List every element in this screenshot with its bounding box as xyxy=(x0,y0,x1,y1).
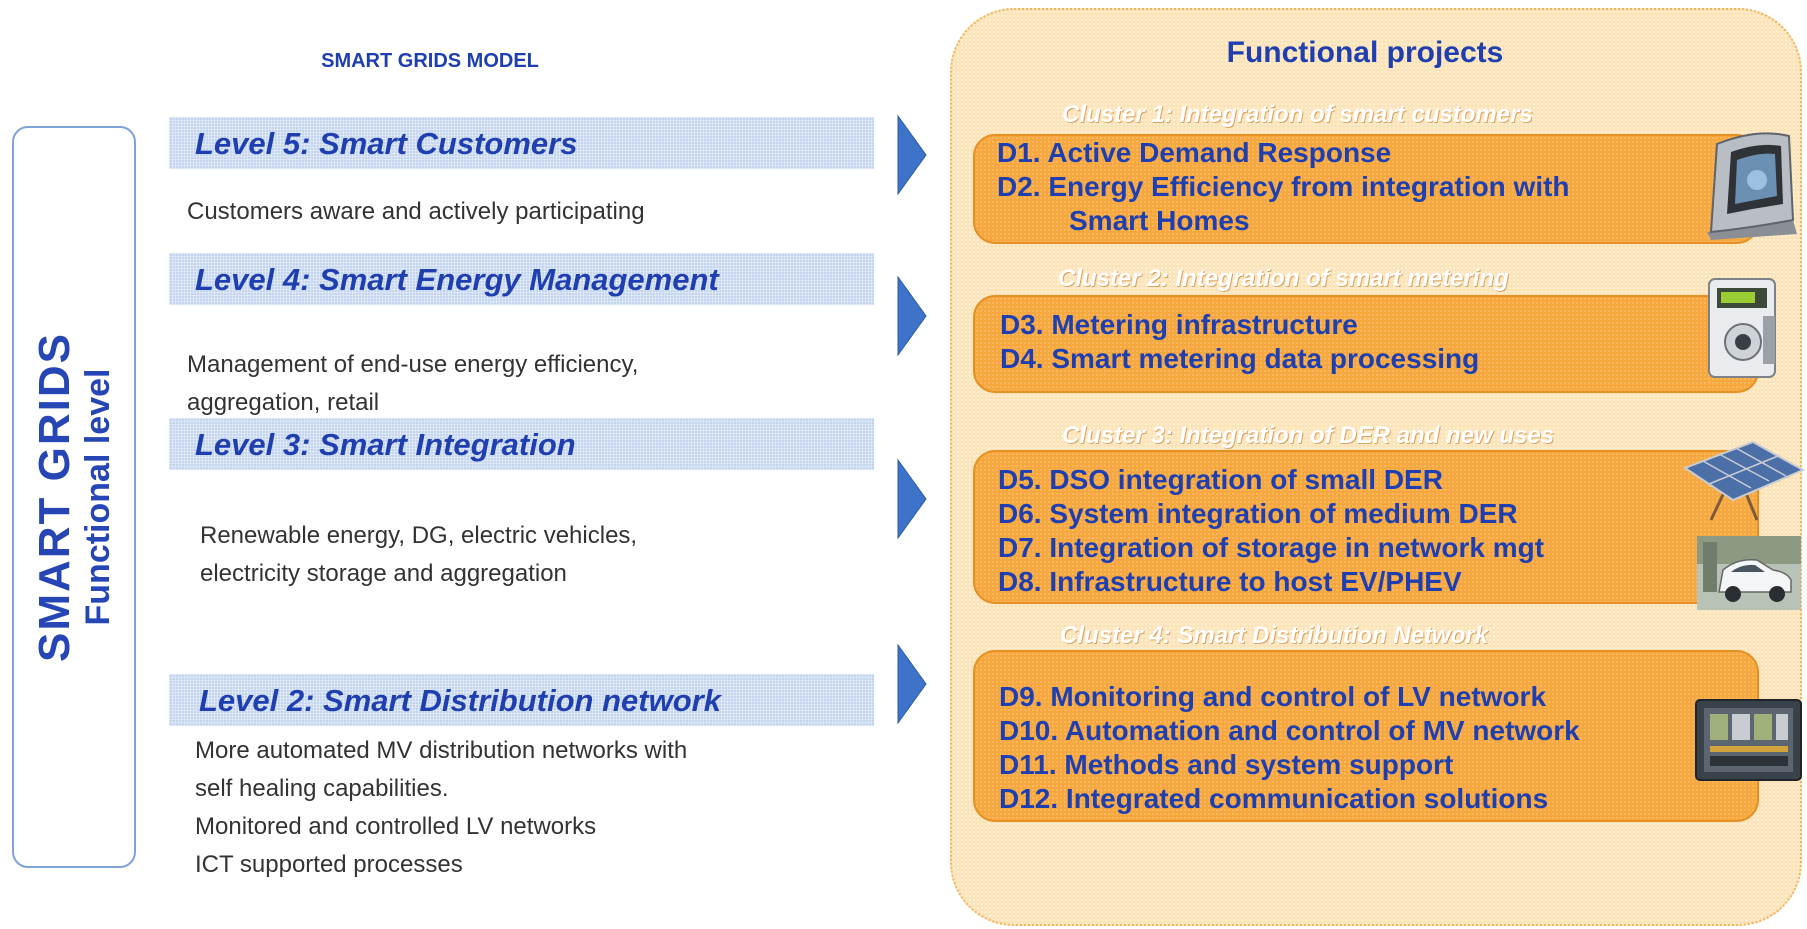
cluster-3-box xyxy=(973,450,1759,604)
level-5-band xyxy=(169,117,874,169)
level-4-desc-line: Management of end-use energy efficiency, xyxy=(187,351,639,378)
cluster-2-items: D3. Metering infrastructure D4. Smart me… xyxy=(1000,308,1479,376)
level-5-desc-line: Customers aware and actively participati… xyxy=(187,198,645,225)
project-item-d4: D4. Smart metering data processing xyxy=(1000,343,1480,374)
project-item-d2: D2. Energy Efficiency from integration w… xyxy=(997,171,1570,202)
cluster-1-box xyxy=(973,134,1759,244)
project-item-d12: D12. Integrated communication solutions xyxy=(999,783,1549,814)
level-2-desc-line: ICT supported processes xyxy=(195,851,463,878)
arrow-right-icon xyxy=(897,643,927,725)
model-title: SMART GRIDS MODEL xyxy=(321,50,539,72)
side-label: SMART GRIDS Functional level xyxy=(12,127,136,867)
level-3-title: Level 3: Smart Integration xyxy=(195,427,576,462)
electric-car-image xyxy=(1697,536,1801,610)
level-5-description: Customers aware and actively participati… xyxy=(187,193,645,231)
solar-panel-image xyxy=(1683,440,1805,521)
project-item-d9: D9. Monitoring and control of LV network xyxy=(999,681,1547,712)
side-subtitle: Functional level xyxy=(79,368,117,626)
level-3-desc-line: electricity storage and aggregation xyxy=(200,560,567,587)
arrow-right-icon xyxy=(897,114,927,196)
cluster-2-box xyxy=(973,295,1759,393)
project-item-d6: D6. System integration of medium DER xyxy=(998,498,1518,529)
level-2-desc-line: Monitored and controlled LV networks xyxy=(195,813,597,840)
project-item-d2-cont: Smart Homes xyxy=(1069,205,1250,236)
level-4-band xyxy=(169,253,874,305)
level-3-description: Renewable energy, DG, electric vehicles,… xyxy=(200,517,637,593)
cluster-2-title: Cluster 2: Integration of smart metering xyxy=(1058,265,1509,292)
level-4-title: Level 4: Smart Energy Management xyxy=(195,262,719,297)
arrow-right-icon xyxy=(897,458,927,540)
cluster-4-box xyxy=(973,650,1759,822)
project-item-d10: D10. Automation and control of MV networ… xyxy=(999,715,1580,746)
cluster-4-items: D9. Monitoring and control of LV network… xyxy=(999,680,1580,816)
project-item-d3: D3. Metering infrastructure xyxy=(1000,309,1358,340)
project-item-d1: D1. Active Demand Response xyxy=(997,137,1392,168)
level-5-title: Level 5: Smart Customers xyxy=(195,126,578,161)
level-2-title: Level 2: Smart Distribution network xyxy=(199,683,721,718)
level-2-desc-line: self healing capabilities. xyxy=(195,775,449,802)
electric-meter-image xyxy=(1708,278,1776,378)
cluster-3-title: Cluster 3: Integration of DER and new us… xyxy=(1062,422,1555,449)
panel-title: Functional projects xyxy=(1226,36,1504,69)
project-item-d8: D8. Infrastructure to host EV/PHEV xyxy=(998,566,1462,597)
level-4-desc-line: aggregation, retail xyxy=(187,389,380,416)
smart-home-panel-image xyxy=(1707,132,1797,240)
side-title: SMART GRIDS xyxy=(30,332,79,662)
project-item-d5: D5. DSO integration of small DER xyxy=(998,464,1443,495)
control-cabinet-image xyxy=(1695,699,1802,781)
level-2-description: More automated MV distribution networks … xyxy=(195,732,687,884)
arrow-right-icon xyxy=(897,275,927,357)
cluster-4-title: Cluster 4: Smart Distribution Network xyxy=(1060,622,1489,649)
cluster-1-title: Cluster 1: Integration of smart customer… xyxy=(1062,101,1533,128)
level-3-desc-line: Renewable energy, DG, electric vehicles, xyxy=(200,522,638,549)
level-2-band xyxy=(169,674,874,726)
level-3-band xyxy=(169,418,874,470)
cluster-3-items: D5. DSO integration of small DER D6. Sys… xyxy=(998,463,1544,599)
level-4-description: Management of end-use energy efficiency,… xyxy=(187,346,638,422)
level-2-desc-line: More automated MV distribution networks … xyxy=(195,737,688,764)
cluster-1-items: D1. Active Demand Response D2. Energy Ef… xyxy=(997,136,1570,238)
project-item-d7: D7. Integration of storage in network mg… xyxy=(998,532,1545,563)
project-item-d11: D11. Methods and system support xyxy=(999,749,1454,780)
side-bar xyxy=(12,126,136,868)
